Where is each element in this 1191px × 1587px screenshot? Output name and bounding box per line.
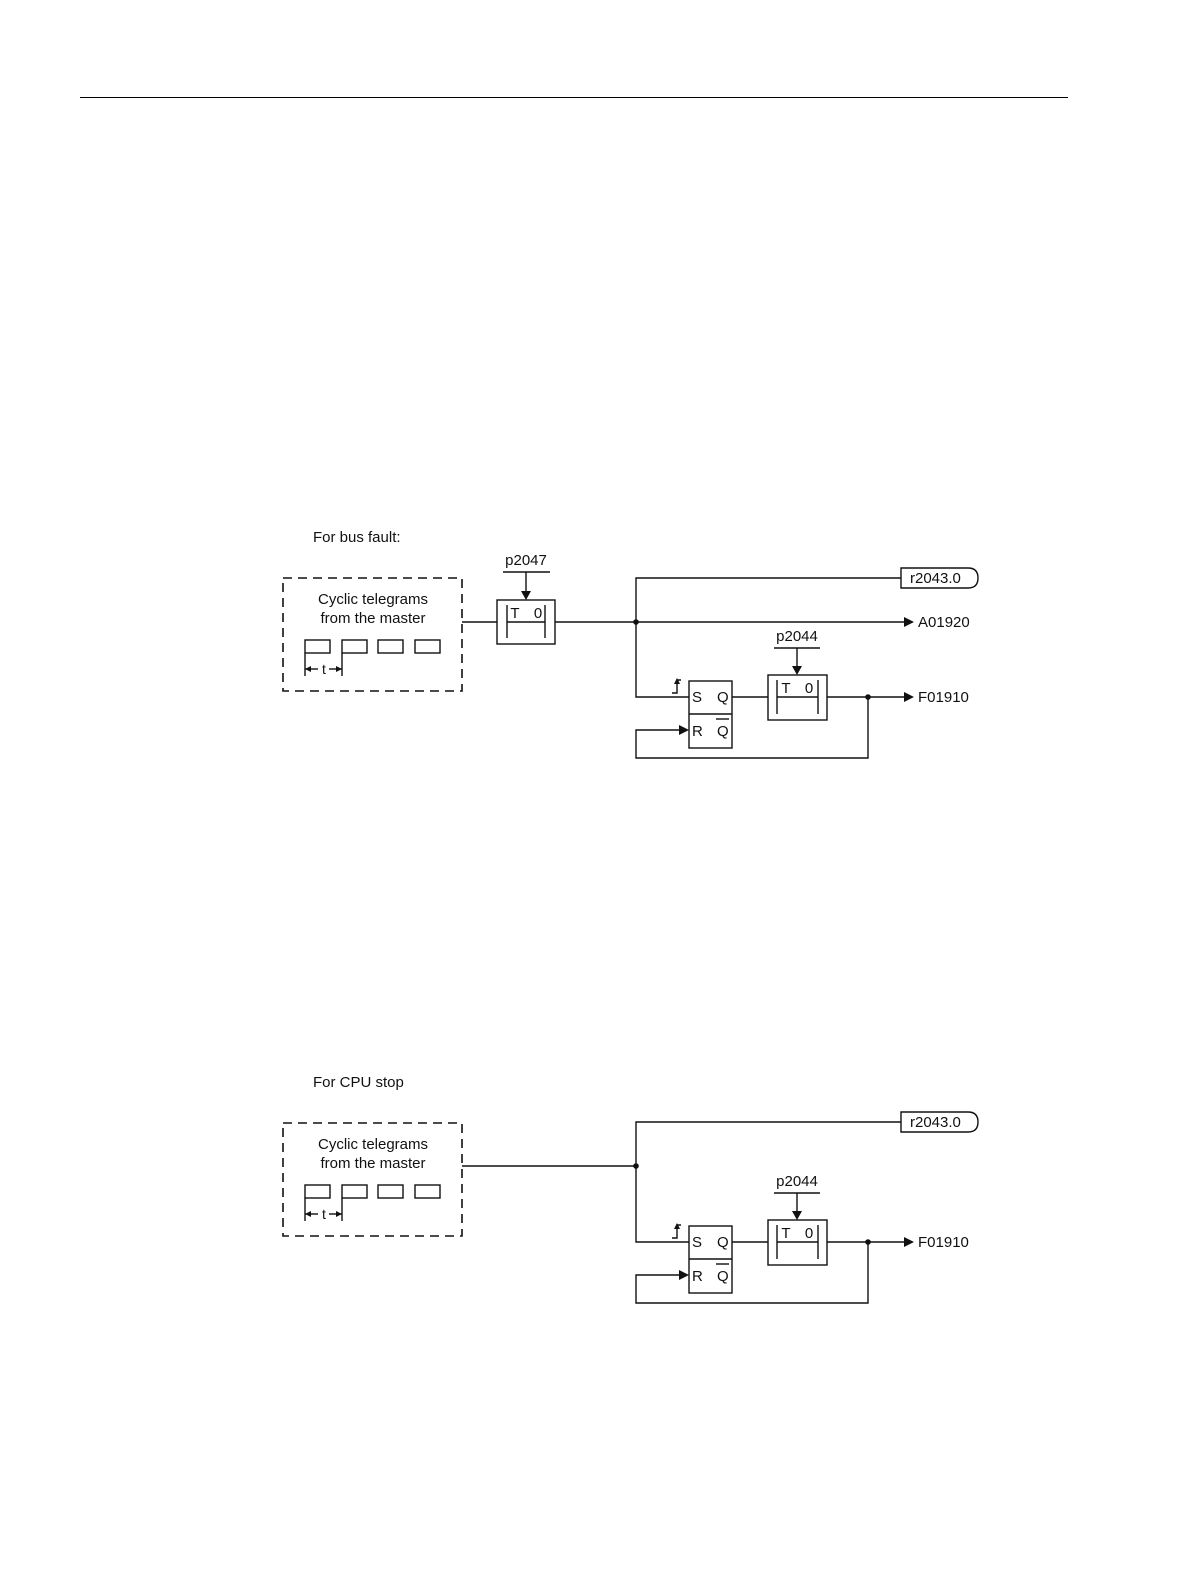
svg-text:0: 0 (805, 1225, 813, 1242)
timer-p2044: p2044 T 0 (768, 1173, 827, 1265)
telegram-frame-1 (305, 1185, 330, 1198)
svg-text:S: S (692, 689, 702, 706)
telegram-frame-2 (342, 1185, 367, 1198)
svg-text:R: R (692, 723, 703, 740)
reset-feedback-wire (636, 1242, 868, 1303)
telegram-label-line1: Cyclic telegrams (318, 591, 428, 608)
rs-flip-flop: S Q R Q (672, 678, 732, 748)
telegram-frame-4 (415, 1185, 440, 1198)
fault-output-label: F01910 (918, 689, 969, 706)
telegram-source: Cyclic telegrams from the master t (283, 578, 462, 691)
svg-text:T: T (510, 605, 519, 622)
svg-text:0: 0 (534, 605, 542, 622)
svg-text:T: T (781, 1225, 790, 1242)
svg-text:Q: Q (717, 1234, 729, 1251)
rs-flip-flop: S Q R Q (672, 1223, 732, 1293)
interval-label: t (322, 661, 326, 677)
telegram-label-line2: from the master (320, 610, 425, 627)
telegram-label-line2: from the master (320, 1155, 425, 1172)
svg-text:S: S (692, 1234, 702, 1251)
svg-text:Q: Q (717, 689, 729, 706)
telegram-source: Cyclic telegrams from the master t (283, 1123, 462, 1236)
svg-text:R: R (692, 1268, 703, 1285)
svg-text:Q: Q (717, 723, 729, 740)
diagram-heading: For CPU stop (313, 1074, 404, 1091)
timer-p2047: p2047 T 0 (497, 552, 555, 644)
svg-text:0: 0 (805, 680, 813, 697)
timer-param-label: p2044 (776, 1173, 818, 1190)
diagram-heading: For bus fault: (313, 529, 401, 546)
alarm-output-label: A01920 (918, 614, 970, 631)
diagram-cpu-stop: For CPU stop Cyclic telegrams from the m… (283, 1074, 978, 1303)
timer-p2044: p2044 T 0 (768, 628, 827, 720)
svg-text:Q: Q (717, 1268, 729, 1285)
telegram-label-line1: Cyclic telegrams (318, 1136, 428, 1153)
telegram-frame-2 (342, 640, 367, 653)
svg-text:T: T (781, 680, 790, 697)
telegram-frame-4 (415, 640, 440, 653)
telegram-frame-3 (378, 640, 403, 653)
status-param-label: r2043.0 (910, 570, 961, 587)
reset-feedback-wire (636, 697, 868, 758)
telegram-frame-1 (305, 640, 330, 653)
telegram-frame-3 (378, 1185, 403, 1198)
timer-param-label: p2044 (776, 628, 818, 645)
timer-param-label: p2047 (505, 552, 547, 569)
diagram-bus-fault: For bus fault: Cyclic telegrams from the… (283, 529, 978, 758)
status-param-label: r2043.0 (910, 1114, 961, 1131)
fault-output-label: F01910 (918, 1234, 969, 1251)
interval-label: t (322, 1206, 326, 1222)
